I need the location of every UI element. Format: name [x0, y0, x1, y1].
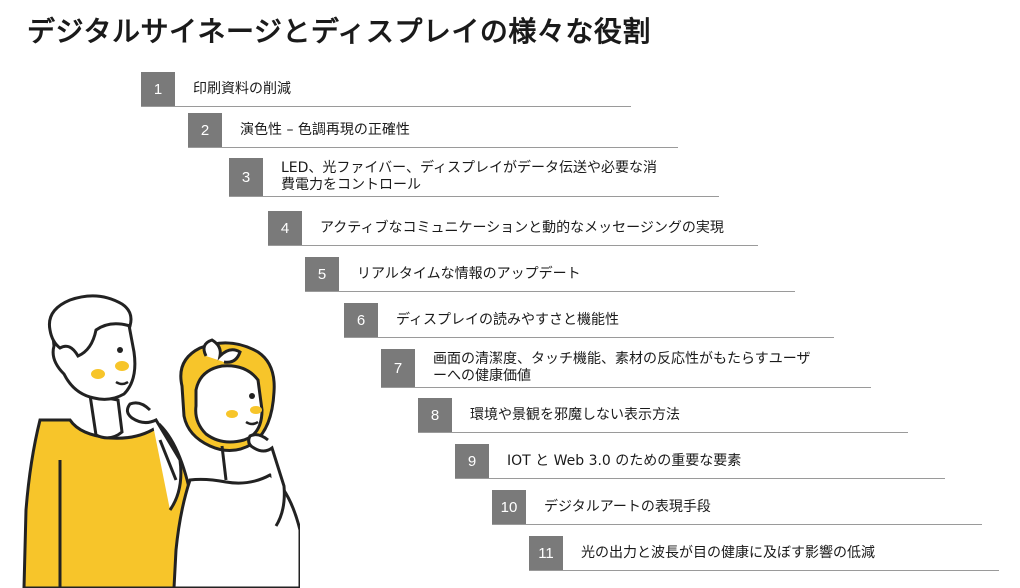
- step-underline: [381, 387, 871, 388]
- page-title: デジタルサイネージとディスプレイの様々な役割: [27, 15, 651, 48]
- woman-figure: [172, 338, 300, 588]
- step-label: 演色性 – 色調再現の正確性: [240, 121, 410, 138]
- step-number-box: 10: [492, 490, 526, 524]
- man-figure: [22, 294, 197, 588]
- step-number-box: 11: [529, 536, 563, 570]
- step-underline: [229, 196, 719, 197]
- step-number-box: 5: [305, 257, 339, 291]
- step-number-box: 4: [268, 211, 302, 245]
- step-underline: [305, 291, 795, 292]
- step-underline: [455, 478, 945, 479]
- step-label: 光の出力と波長が目の健康に及ぼす影響の低減: [581, 544, 875, 561]
- step-underline: [529, 570, 999, 571]
- step-label: 印刷資料の削減: [193, 80, 291, 97]
- step-number-box: 9: [455, 444, 489, 478]
- step-number-box: 3: [229, 158, 263, 196]
- step-underline: [188, 147, 678, 148]
- step-number-box: 2: [188, 113, 222, 147]
- step-underline: [492, 524, 982, 525]
- people-thinking-illustration: [22, 294, 300, 588]
- step-label: ディスプレイの読みやすさと機能性: [396, 311, 620, 328]
- step-label: アクティブなコミュニケーションと動的なメッセージングの実現: [320, 219, 724, 236]
- step-number-box: 8: [418, 398, 452, 432]
- step-label: 環境や景観を邪魔しない表示方法: [470, 406, 680, 423]
- step-number-box: 6: [344, 303, 378, 337]
- step-label: LED、光ファイバー、ディスプレイがデータ伝送や必要な消費電力をコントロール: [281, 160, 658, 193]
- step-underline: [268, 245, 758, 246]
- step-number-box: 7: [381, 349, 415, 387]
- step-underline: [344, 337, 834, 338]
- step-label: 画面の清潔度、タッチ機能、素材の反応性がもたらすユーザーへの健康価値: [433, 351, 811, 384]
- step-label: リアルタイムな情報のアップデート: [357, 265, 581, 282]
- step-number-box: 1: [141, 72, 175, 106]
- step-underline: [141, 106, 631, 107]
- step-label: IOT と Web 3.0 のための重要な要素: [507, 452, 742, 469]
- step-underline: [418, 432, 908, 433]
- step-label: デジタルアートの表現手段: [544, 498, 711, 515]
